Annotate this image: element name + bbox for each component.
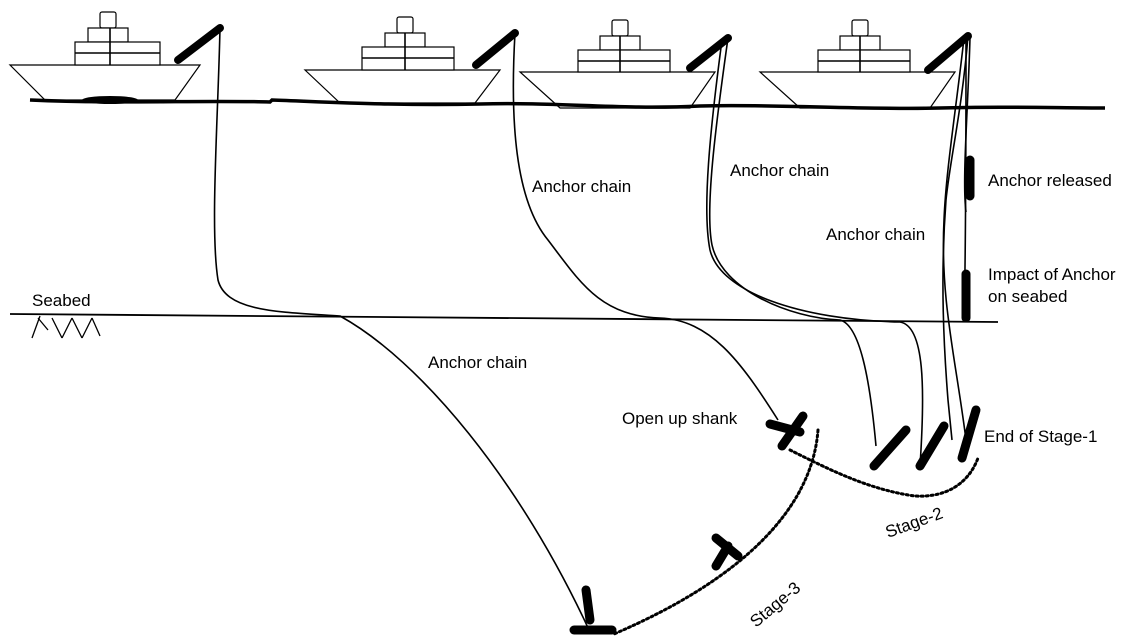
ship-3 — [518, 19, 732, 109]
anchor-chain-ship4-b — [942, 37, 967, 441]
anchor-stage3-end — [569, 585, 617, 635]
anchor-chain-ship1 — [213, 27, 591, 633]
anchor-chain-label-2: Anchor chain — [532, 177, 631, 196]
anchor-chain-label-1: Anchor chain — [428, 353, 527, 372]
ship-4 — [758, 19, 972, 109]
anchor-chain-ship3-b — [705, 39, 924, 467]
anchor-open-up-shank — [765, 411, 808, 451]
anchor-chain-ship4-a — [942, 35, 969, 441]
stage3-path — [612, 428, 820, 636]
ship-1 — [8, 11, 224, 104]
impact-label-line2: on seabed — [988, 287, 1067, 306]
seabed-hatching — [31, 315, 101, 339]
stage2-label: Stage-2 — [883, 504, 945, 542]
sea-surface — [29, 98, 1106, 111]
stage2-path — [788, 448, 980, 498]
ship-2 — [303, 16, 519, 104]
anchor-chain-label-3: Anchor chain — [730, 161, 829, 180]
seabed-line — [9, 313, 999, 323]
anchor-stage3-mid — [711, 533, 743, 571]
anchor-chain-ship2 — [512, 32, 779, 421]
open-up-shank-label: Open up shank — [622, 409, 738, 428]
anchor-released-label: Anchor released — [988, 171, 1112, 190]
anchor-chain-label-4: Anchor chain — [826, 225, 925, 244]
stage3-label: Stage-3 — [746, 578, 804, 631]
seabed-label: Seabed — [32, 291, 91, 310]
impact-label-line1: Impact of Anchor — [988, 265, 1116, 284]
end-stage1-label: End of Stage-1 — [984, 427, 1097, 446]
anchors-end-stage1 — [869, 405, 981, 471]
